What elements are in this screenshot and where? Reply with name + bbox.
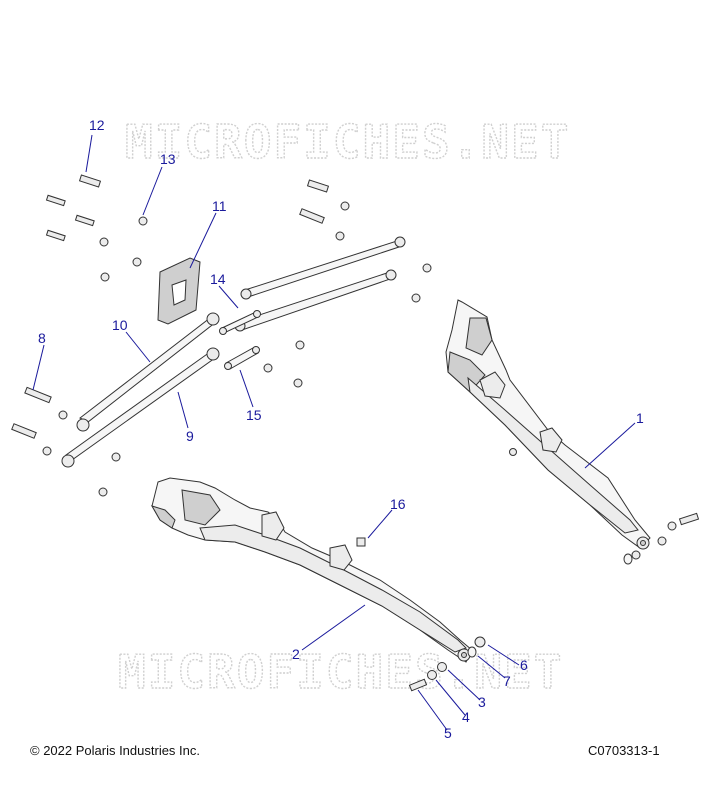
part-10-control-arm[interactable] (76, 312, 220, 432)
part-7-washer[interactable] (467, 646, 477, 658)
callout-12: 12 (89, 117, 105, 133)
bolts-lower-left[interactable] (11, 410, 121, 497)
radius-rod-lower[interactable] (234, 269, 397, 332)
part-6-nut[interactable] (474, 636, 486, 648)
part-3-spacer[interactable] (437, 662, 447, 672)
callout-14: 14 (210, 271, 226, 287)
part-14-link[interactable] (219, 310, 261, 335)
watermark-bottom: MICROFICHES.NET (118, 645, 563, 699)
part-1-fasteners[interactable] (623, 512, 700, 565)
bolts-left-group[interactable] (45, 194, 142, 282)
callout-11: 11 (212, 198, 227, 214)
part-4-washer[interactable] (427, 670, 437, 680)
callout-2: 2 (292, 646, 300, 662)
leader-lines (32, 134, 636, 731)
bolts-right-group[interactable] (299, 179, 350, 241)
callout-16: 16 (390, 496, 406, 512)
callout-7: 7 (503, 673, 511, 689)
diagram-part-code: C0703313-1 (588, 743, 660, 758)
callout-4: 4 (462, 709, 470, 725)
part-15-link[interactable] (224, 346, 260, 370)
part-16-nut[interactable] (356, 537, 366, 547)
part-1-trailing-arm-right[interactable] (445, 299, 651, 550)
callout-5: 5 (444, 725, 452, 741)
part-5-bolt[interactable] (408, 678, 428, 692)
part-11-bracket[interactable] (157, 257, 201, 325)
part-8-bolt[interactable] (24, 386, 52, 404)
part-13-nut[interactable] (138, 216, 148, 226)
callout-13: 13 (160, 151, 176, 167)
callout-9: 9 (186, 428, 194, 444)
callout-1: 1 (636, 410, 644, 426)
part-2-trailing-arm-left[interactable] (150, 477, 473, 663)
callout-15: 15 (246, 407, 262, 423)
callout-3: 3 (478, 694, 486, 710)
part-12-bolt[interactable] (78, 174, 102, 188)
radius-rod-upper[interactable] (240, 236, 406, 300)
callout-6: 6 (520, 657, 528, 673)
copyright-notice: © 2022 Polaris Industries Inc. (30, 743, 200, 758)
nuts-middle[interactable] (263, 263, 517, 456)
callout-8: 8 (38, 330, 46, 346)
callout-10: 10 (112, 317, 128, 333)
watermark-top: MICROFICHES.NET (125, 115, 570, 169)
part-9-control-arm[interactable] (61, 347, 220, 468)
